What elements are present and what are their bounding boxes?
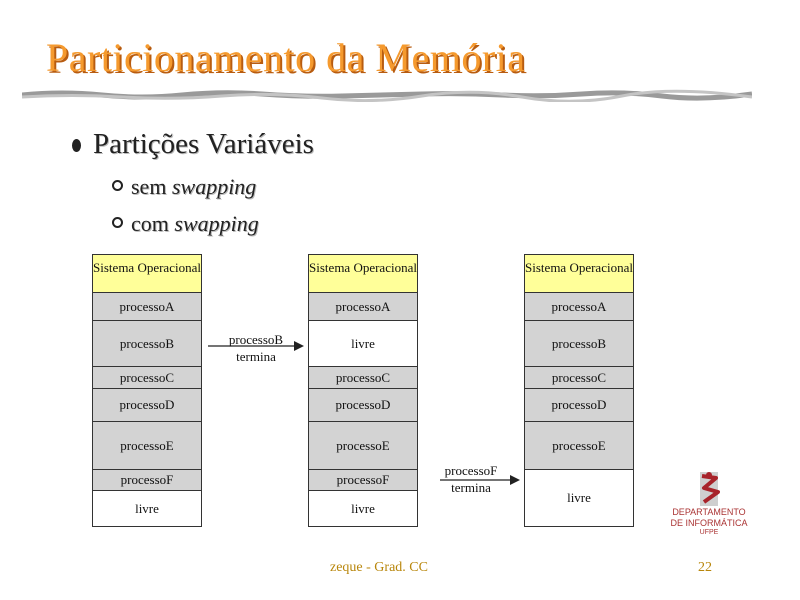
footer-author: zeque - Grad. CC — [330, 560, 428, 575]
logo-text-line2: DE INFORMÁTICA — [670, 518, 748, 528]
cell-process-d: processoD — [93, 388, 201, 421]
cell-free: livre — [93, 490, 201, 526]
cell-process-b: processoB — [525, 320, 633, 366]
bullet-ring-icon — [112, 217, 123, 228]
title-divider — [22, 89, 752, 102]
page-number: 22 — [698, 560, 712, 575]
bullet-main: Partições Variáveis — [72, 128, 314, 161]
cell-process-f: processoF — [93, 469, 201, 490]
cell-process-c: processoC — [525, 366, 633, 388]
cell-process-e: processoE — [309, 421, 417, 469]
sub-bullet-sem-swapping: sem swapping — [112, 174, 256, 200]
cell-process-b: processoB — [93, 320, 201, 366]
cell-process-e: processoE — [93, 421, 201, 469]
transition-label-b: processoB termina — [218, 331, 294, 365]
sub-bullet-prefix: sem — [131, 174, 172, 199]
cell-process-c: processoC — [309, 366, 417, 388]
arrow-head-icon — [294, 341, 304, 351]
cell-free: livre — [525, 469, 633, 526]
cell-process-a: processoA — [525, 292, 633, 320]
transition-line1: processoF — [444, 463, 498, 478]
sub-bullet-com-swapping: com swapping — [112, 211, 259, 237]
transition-label-f: processoF termina — [432, 462, 510, 496]
cell-os: Sistema Operacional — [93, 255, 201, 292]
transition-line1: processoB — [228, 332, 284, 347]
memory-column-after-b: Sistema Operacional processoA livre proc… — [308, 254, 418, 527]
sub-bullet-prefix: com — [131, 211, 175, 236]
sub-bullet-emphasis: swapping — [174, 211, 259, 236]
bullet-ring-icon — [112, 180, 123, 191]
logo-text-line3: UFPE — [699, 529, 719, 536]
department-logo: DEPARTAMENTO DE INFORMÁTICA UFPE — [664, 470, 754, 540]
cell-os: Sistema Operacional — [309, 255, 417, 292]
arrow-head-icon — [510, 475, 520, 485]
cell-process-d: processoD — [525, 388, 633, 421]
transition-line2: termina — [451, 480, 491, 495]
cell-free: livre — [309, 490, 417, 526]
slide-title: Particionamento da Memória — [46, 35, 526, 80]
cell-process-c: processoC — [93, 366, 201, 388]
cell-process-f: processoF — [309, 469, 417, 490]
cell-os: Sistema Operacional — [525, 255, 633, 292]
bullet-main-text: Partições Variáveis — [93, 128, 314, 160]
memory-column-after-f: Sistema Operacional processoA processoB … — [524, 254, 634, 527]
transition-line2: termina — [236, 349, 276, 364]
cell-free: livre — [309, 320, 417, 366]
sub-bullet-emphasis: swapping — [171, 174, 257, 199]
memory-column-initial: Sistema Operacional processoA processoB … — [92, 254, 202, 527]
bullet-dot-icon — [72, 139, 81, 152]
cell-process-d: processoD — [309, 388, 417, 421]
cell-process-e: processoE — [525, 421, 633, 469]
cell-process-a: processoA — [93, 292, 201, 320]
logo-mark-icon — [700, 472, 720, 506]
cell-process-a: processoA — [309, 292, 417, 320]
logo-text-line1: DEPARTAMENTO — [672, 507, 746, 517]
